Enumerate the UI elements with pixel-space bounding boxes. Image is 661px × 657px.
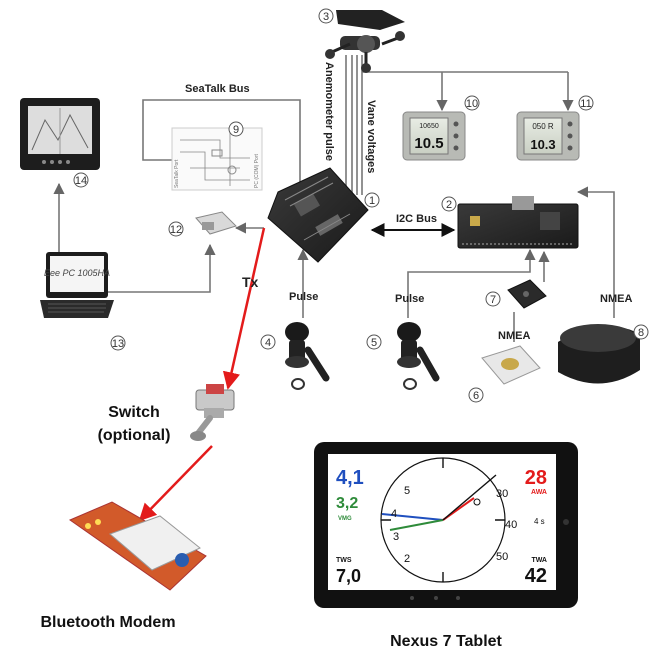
seatalk-bus-stub — [142, 152, 185, 161]
callout-3: 3 — [318, 8, 334, 24]
wire-pulse-right — [407, 248, 536, 318]
sensor-board — [457, 196, 579, 249]
tablet-tws-label: TWS — [336, 557, 352, 564]
callout-5: 5 — [366, 334, 382, 350]
tablet-tws-value: 7,0 — [336, 566, 361, 586]
dial-left-3: 3 — [393, 531, 399, 543]
pulse-right-label: Pulse — [395, 293, 424, 305]
bluetooth-modem-label: Bluetooth Modem — [40, 614, 175, 631]
seatalk-interface-schematic: SeaTalk Port PC (COM) Port — [171, 127, 263, 191]
dial-right-40: 40 — [505, 519, 517, 531]
dial-left-2: 2 — [404, 553, 410, 565]
svg-text:11: 11 — [580, 98, 591, 110]
chart-display — [20, 98, 100, 170]
netbook: Eee PC 1005HA — [40, 252, 114, 318]
svg-text:6: 6 — [473, 390, 479, 402]
callout-12: 12 — [168, 221, 184, 237]
nexus-tablet-label: Nexus 7 Tablet — [390, 633, 502, 650]
instrument-11-main: 10.3 — [530, 137, 555, 152]
svg-text:4: 4 — [265, 337, 271, 349]
callout-11: 11 — [578, 95, 594, 111]
svg-text:13: 13 — [112, 338, 124, 350]
seatalk-bus-wire — [142, 99, 301, 192]
svg-text:14: 14 — [75, 175, 87, 187]
nmea-gps-label: NMEA — [498, 330, 530, 342]
instrument-10-main: 10.5 — [414, 135, 443, 152]
vmg-needle — [389, 519, 444, 531]
tablet-seconds: 4 s — [534, 517, 545, 526]
wire-netbook-to-usb — [108, 243, 216, 293]
dial-left-5: 5 — [404, 485, 410, 497]
netbook-brand: Eee PC 1005HA — [44, 268, 110, 278]
instrument-10-top: 10650 — [419, 123, 439, 130]
seatalk-bus-label: SeaTalk Bus — [185, 83, 250, 95]
callout-10: 10 — [464, 95, 480, 111]
callout-8: 8 — [633, 324, 649, 340]
callout-14: 14 — [73, 172, 89, 188]
vane-voltages-label: Vane voltages — [365, 100, 377, 173]
tablet-boat-speed: 4,1 — [336, 467, 364, 489]
svg-text:8: 8 — [638, 327, 644, 339]
dial-right-30: 30 — [496, 488, 508, 500]
tablet-vmg-label: VMG — [338, 516, 352, 522]
usb-adapter — [195, 211, 237, 235]
instrument-11: 050 R 10.3 — [516, 111, 580, 161]
callout-9: 9 — [228, 121, 244, 137]
bluetooth-modem — [68, 501, 207, 591]
svg-text:5: 5 — [371, 337, 377, 349]
callout-13: 13 — [110, 335, 126, 351]
instrument-10: 10650 10.5 — [402, 111, 466, 161]
svg-text:3: 3 — [323, 11, 329, 23]
dial-left-4: 4 — [391, 508, 397, 520]
arduino-board — [267, 167, 369, 263]
callout-6: 6 — [468, 387, 484, 403]
twa-needle — [442, 474, 497, 521]
speed-sensor-right — [397, 322, 440, 390]
nmea-board — [507, 279, 547, 309]
tablet-twa-value: 42 — [525, 565, 547, 587]
switch-label: Switch — [108, 404, 160, 421]
callout-4: 4 — [260, 334, 276, 350]
callout-7: 7 — [485, 291, 501, 307]
tablet-awa-label: AWA — [531, 489, 547, 496]
svg-text:7: 7 — [490, 294, 496, 306]
tablet-awa-value: 28 — [525, 467, 547, 489]
switch-to-bluetooth-arrow — [138, 445, 213, 522]
speed-sensor-left — [285, 322, 330, 390]
schematic-left-port: SeaTalk Port — [174, 159, 180, 188]
pulse-left-label: Pulse — [289, 291, 318, 303]
tx-arrow — [222, 227, 266, 390]
nmea-compass-label: NMEA — [600, 293, 632, 305]
gps-module — [481, 345, 541, 385]
instrument-11-top: 050 R — [532, 122, 554, 131]
wire-nmea-compass — [576, 186, 615, 318]
dial-right-50: 50 — [496, 551, 508, 563]
compass-sensor — [558, 324, 640, 384]
callout-2: 2 — [441, 196, 457, 212]
svg-text:10: 10 — [466, 98, 478, 110]
callout-1: 1 — [364, 192, 380, 208]
tx-label: Tx — [242, 274, 259, 290]
tablet-twa-label: TWA — [531, 557, 547, 564]
boat-speed-needle — [381, 513, 444, 521]
wind-sensor — [325, 10, 405, 73]
anemometer-pulse-label: Anemometer pulse — [323, 62, 335, 161]
tablet-vmg-value: 3,2 — [336, 495, 358, 512]
switch-optional-label: (optional) — [98, 427, 171, 444]
svg-text:9: 9 — [233, 124, 239, 136]
svg-text:1: 1 — [369, 195, 375, 207]
svg-text:2: 2 — [446, 199, 452, 211]
toggle-switch — [190, 384, 235, 441]
i2c-bus-label: I2C Bus — [396, 213, 437, 225]
nexus-tablet: 5 4 3 2 30 40 50 4 s 4,1 3,2 VMG 28 AWA … — [314, 442, 578, 608]
svg-text:12: 12 — [170, 224, 182, 236]
schematic-right-port: PC (COM) Port — [254, 154, 260, 189]
